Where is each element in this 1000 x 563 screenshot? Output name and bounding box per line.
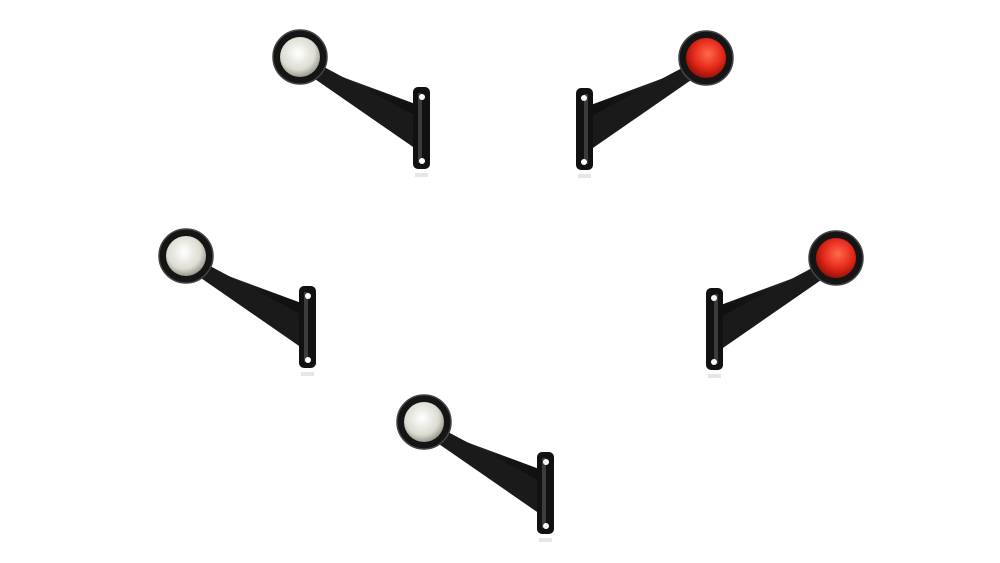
red-lamp-middle-right bbox=[705, 230, 864, 379]
white-lens bbox=[404, 402, 444, 442]
white-lamp-bottom-center bbox=[396, 394, 555, 543]
red-lens bbox=[816, 238, 856, 278]
white-lamp-middle-left bbox=[158, 228, 317, 377]
white-lens bbox=[280, 37, 320, 77]
red-lamp-top-right bbox=[575, 30, 734, 179]
red-lens bbox=[686, 38, 726, 78]
white-lens bbox=[166, 236, 206, 276]
white-lamp-top-left bbox=[272, 29, 431, 178]
